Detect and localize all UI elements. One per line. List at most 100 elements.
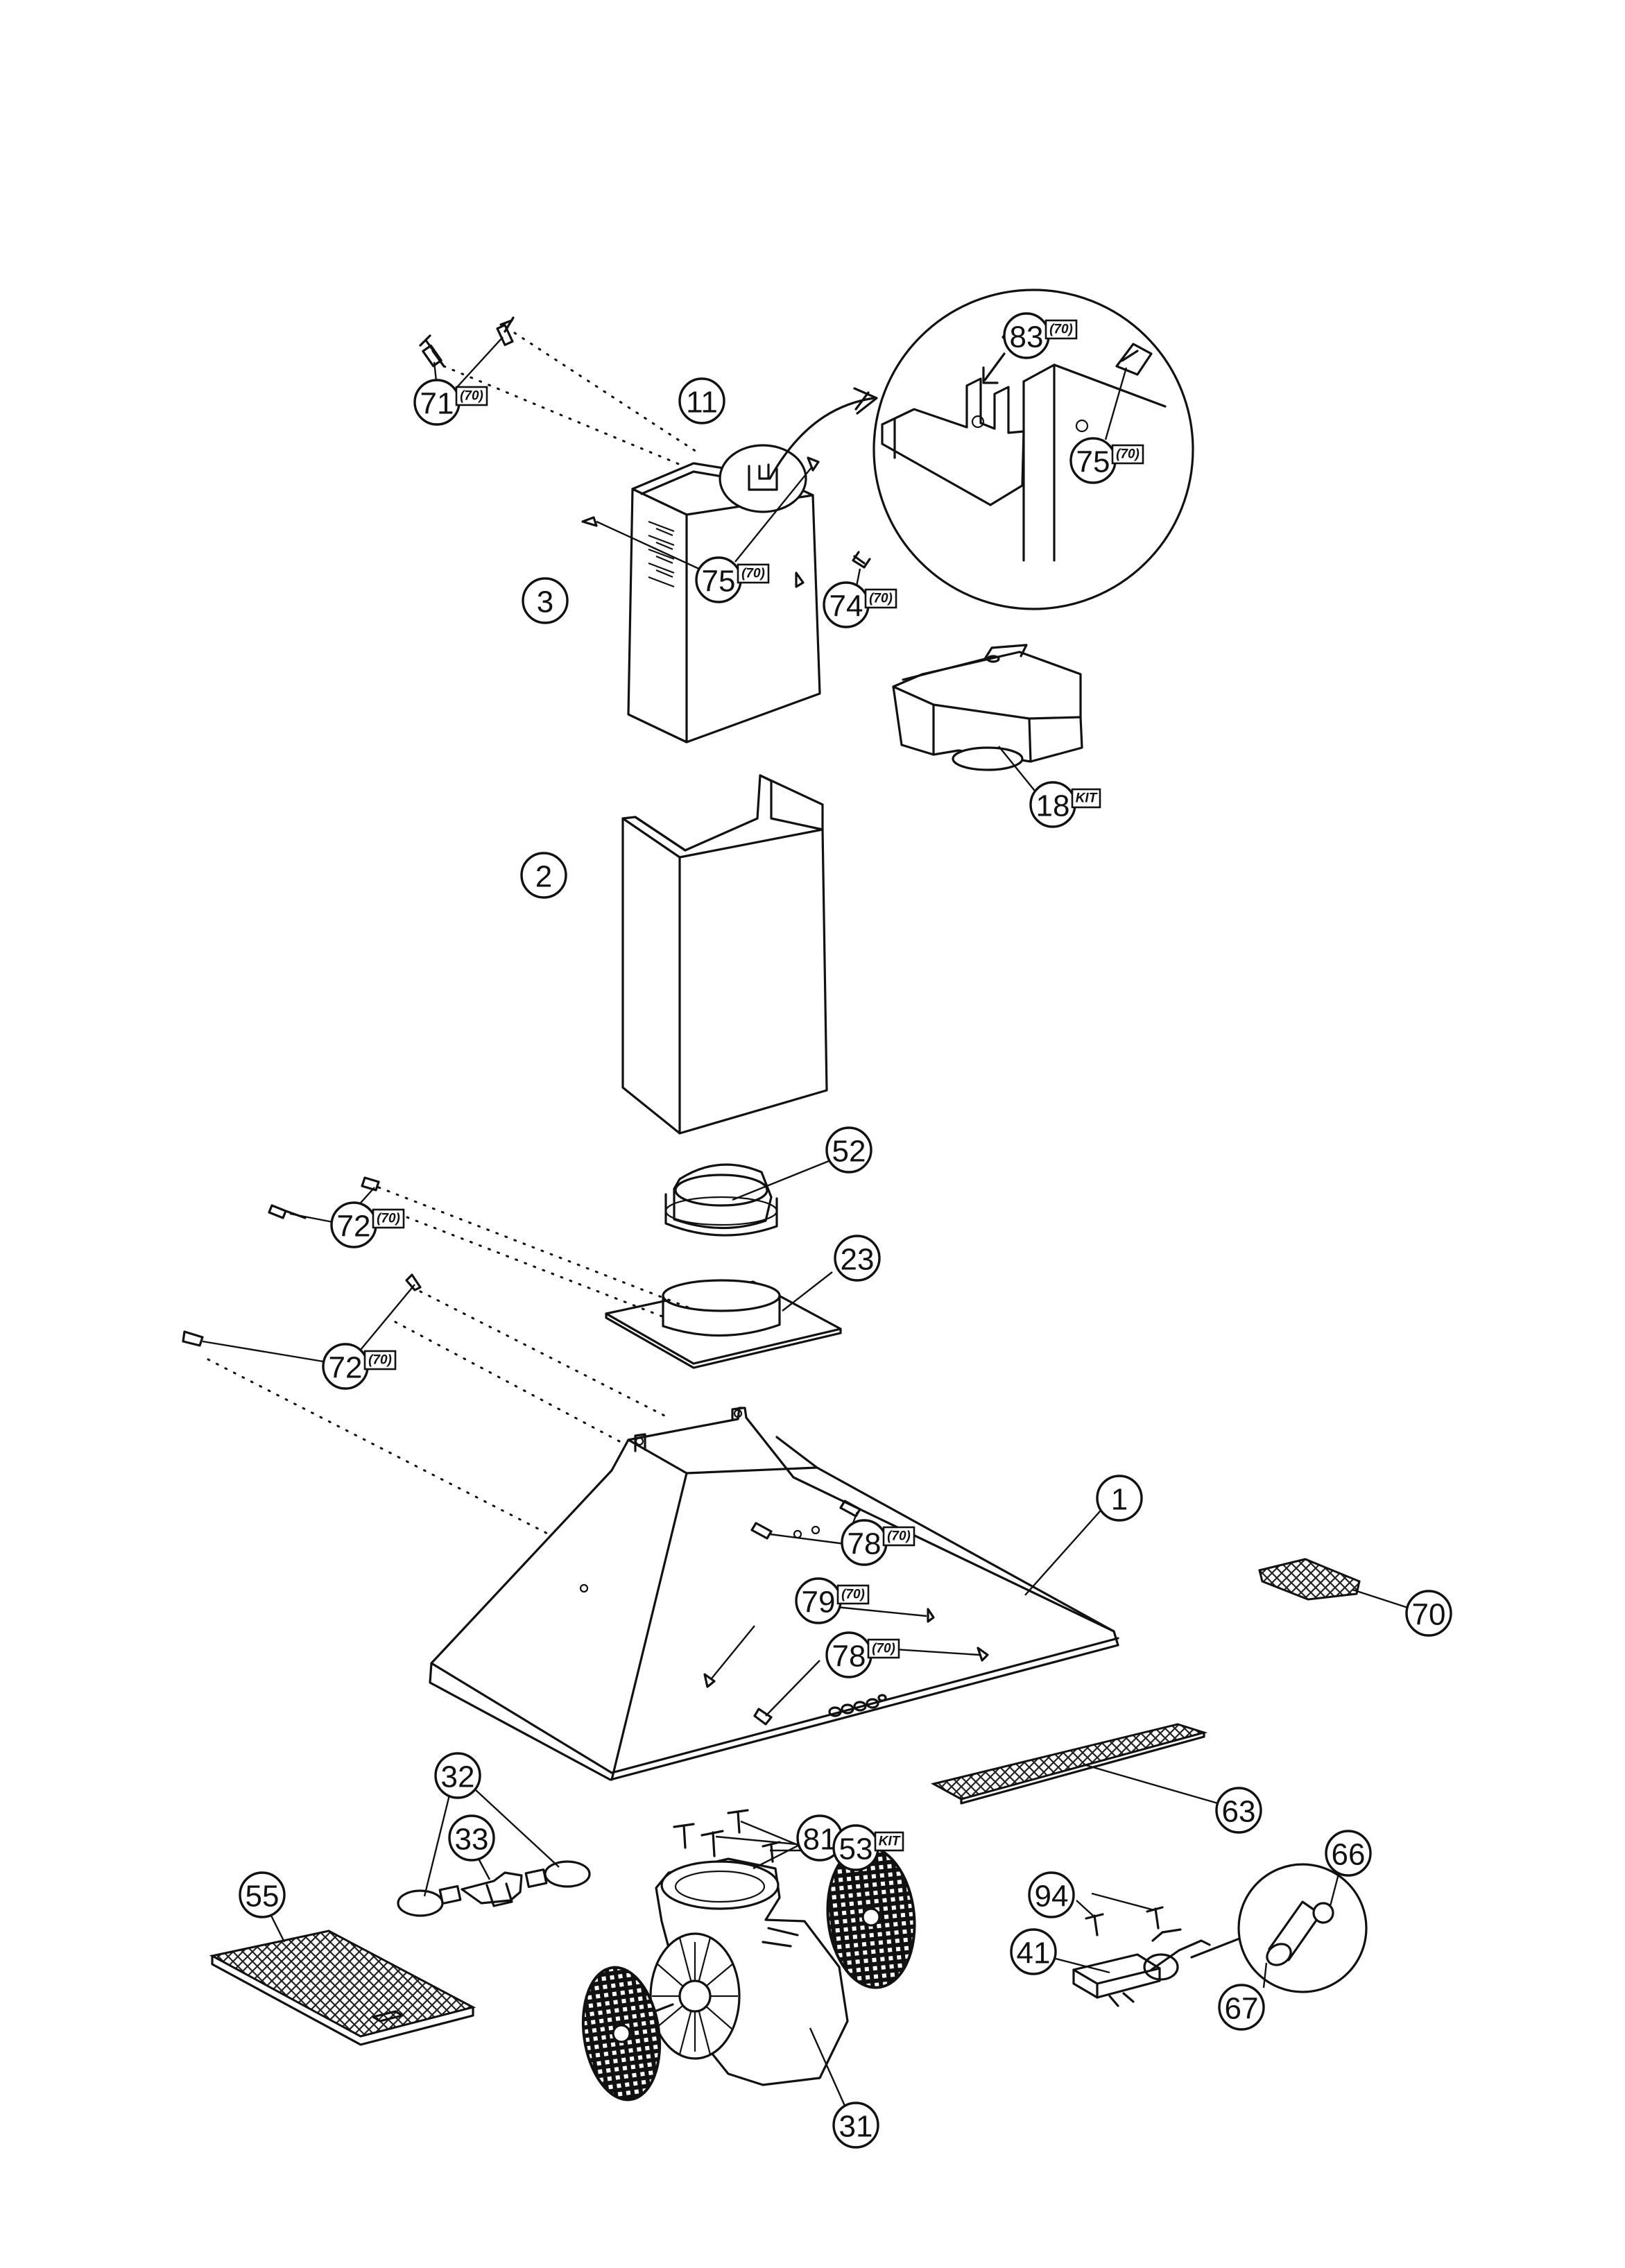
vent-slots (648, 520, 675, 588)
screws-81 (673, 1809, 805, 1863)
callout-number: 53 (839, 1832, 873, 1866)
callout-tag-box (864, 588, 897, 609)
callout-number: 83 (1010, 320, 1044, 354)
callout-ring (1028, 1871, 1075, 1918)
leader-70 (1352, 1588, 1409, 1609)
screw-75-top (807, 456, 820, 472)
callout-55: 55 (239, 1871, 286, 1918)
callout-number: 32 (441, 1760, 475, 1794)
grease-filter-part-55 (209, 1900, 476, 2046)
screw-71-right (496, 316, 515, 346)
callout-41: 41 (1010, 1928, 1057, 1975)
callout-number: 78 (832, 1640, 866, 1674)
callout-66: 66 (1325, 1830, 1372, 1877)
screws-72-upper (268, 1176, 380, 1223)
callout-number: 72 (337, 1210, 371, 1244)
callout-ring (522, 577, 569, 624)
callout-number: 71 (420, 387, 454, 421)
callout-number: 72 (329, 1351, 363, 1385)
blower-wheel (652, 1937, 738, 2055)
callout-ring (448, 1814, 495, 1862)
callout-number: 31 (839, 2110, 873, 2144)
callout-83: 83 (70) (1003, 312, 1078, 359)
guide-72-upper (377, 1186, 695, 1319)
callout-tag: (70) (841, 1588, 865, 1602)
callout-tag-box (882, 1526, 915, 1547)
callout-tag: (70) (741, 567, 765, 581)
callout-tag-box (372, 1208, 405, 1229)
electronics-part-41 (1055, 1928, 1250, 2007)
callout-tag: (70) (377, 1212, 400, 1226)
callout-32: 32 (434, 1752, 481, 1799)
fan-guard-left (581, 1966, 674, 2102)
callout-tag-box (874, 1831, 904, 1852)
callout-tag: (70) (1116, 447, 1140, 462)
callout-ring (1010, 1928, 1057, 1975)
callout-31: 31 (832, 2102, 879, 2149)
callout-number: 1 (1111, 1483, 1128, 1517)
callout-72: 72 (70) (330, 1201, 405, 1248)
control-switches (828, 1694, 887, 1717)
callout-ring (1096, 1475, 1143, 1522)
callout-ring (239, 1871, 286, 1918)
callout-81: 81 (796, 1814, 843, 1862)
callout-ring (1325, 1830, 1372, 1877)
callout-number: 74 (829, 590, 863, 624)
callout-number: 94 (1035, 1880, 1069, 1914)
callout-number: 18 (1036, 789, 1070, 823)
callout-number: 67 (1225, 1992, 1259, 2026)
callout-number: 52 (832, 1135, 866, 1169)
callout-tag-box (1111, 444, 1144, 465)
plate-part-23 (605, 1271, 842, 1369)
callout-63: 63 (1215, 1787, 1262, 1834)
screw-74 (852, 551, 871, 569)
callout-tag: (70) (869, 592, 893, 606)
callout-75: 75 (70) (695, 556, 770, 603)
callout-70: 70 (1405, 1590, 1452, 1637)
callout-number: 81 (803, 1823, 837, 1857)
lamp-assembly-part-32-33 (397, 1780, 591, 1917)
callout-number: 41 (1017, 1936, 1051, 1970)
callout-78: 78(70) (841, 1519, 915, 1566)
lower-chimney-part-2 (621, 774, 828, 1135)
screw-74b (795, 572, 805, 588)
callout-79: 79 (70) (795, 1577, 870, 1624)
callout-tag-box (455, 386, 488, 406)
callout-number: 66 (1332, 1838, 1366, 1872)
callout-3: 3 (522, 577, 569, 624)
callout-78: 78(70) (825, 1631, 900, 1678)
screws-72-lower (182, 1273, 422, 1365)
callout-number: 79 (802, 1586, 836, 1620)
callout-ring (434, 1752, 481, 1799)
long-filter-part-63 (930, 1723, 1219, 1805)
screws-94 (1076, 1892, 1164, 1936)
callout-ring (1405, 1590, 1452, 1637)
callout-number: 11 (686, 386, 718, 420)
callout-67: 67 (1218, 1984, 1265, 2031)
callout-tag: (70) (460, 389, 483, 404)
callout-tag-box (1071, 788, 1101, 809)
callout-number: 55 (246, 1880, 280, 1914)
callout-1: 1 (1096, 1475, 1143, 1522)
callout-tag: (70) (887, 1529, 911, 1544)
callout-number: 23 (841, 1243, 875, 1277)
callout-tag-box (363, 1350, 397, 1371)
hood-canopy-part-1 (429, 1407, 1119, 1781)
screw-75-side (581, 516, 598, 527)
callout-number: 75 (702, 565, 736, 599)
screw-71-guide (442, 332, 702, 473)
callout-ring (832, 2102, 879, 2149)
callout-ring (1218, 1984, 1265, 2031)
callout-ring (678, 377, 725, 424)
detail-magnifier (872, 289, 1194, 610)
callout-tag-box (836, 1584, 870, 1605)
screw-71-left (419, 334, 445, 368)
leader-75-side (596, 520, 703, 572)
callout-ring (520, 852, 567, 899)
callout-ring (834, 1235, 881, 1282)
callout-tag: (70) (1049, 323, 1073, 337)
callout-94: 94 (1028, 1871, 1075, 1918)
